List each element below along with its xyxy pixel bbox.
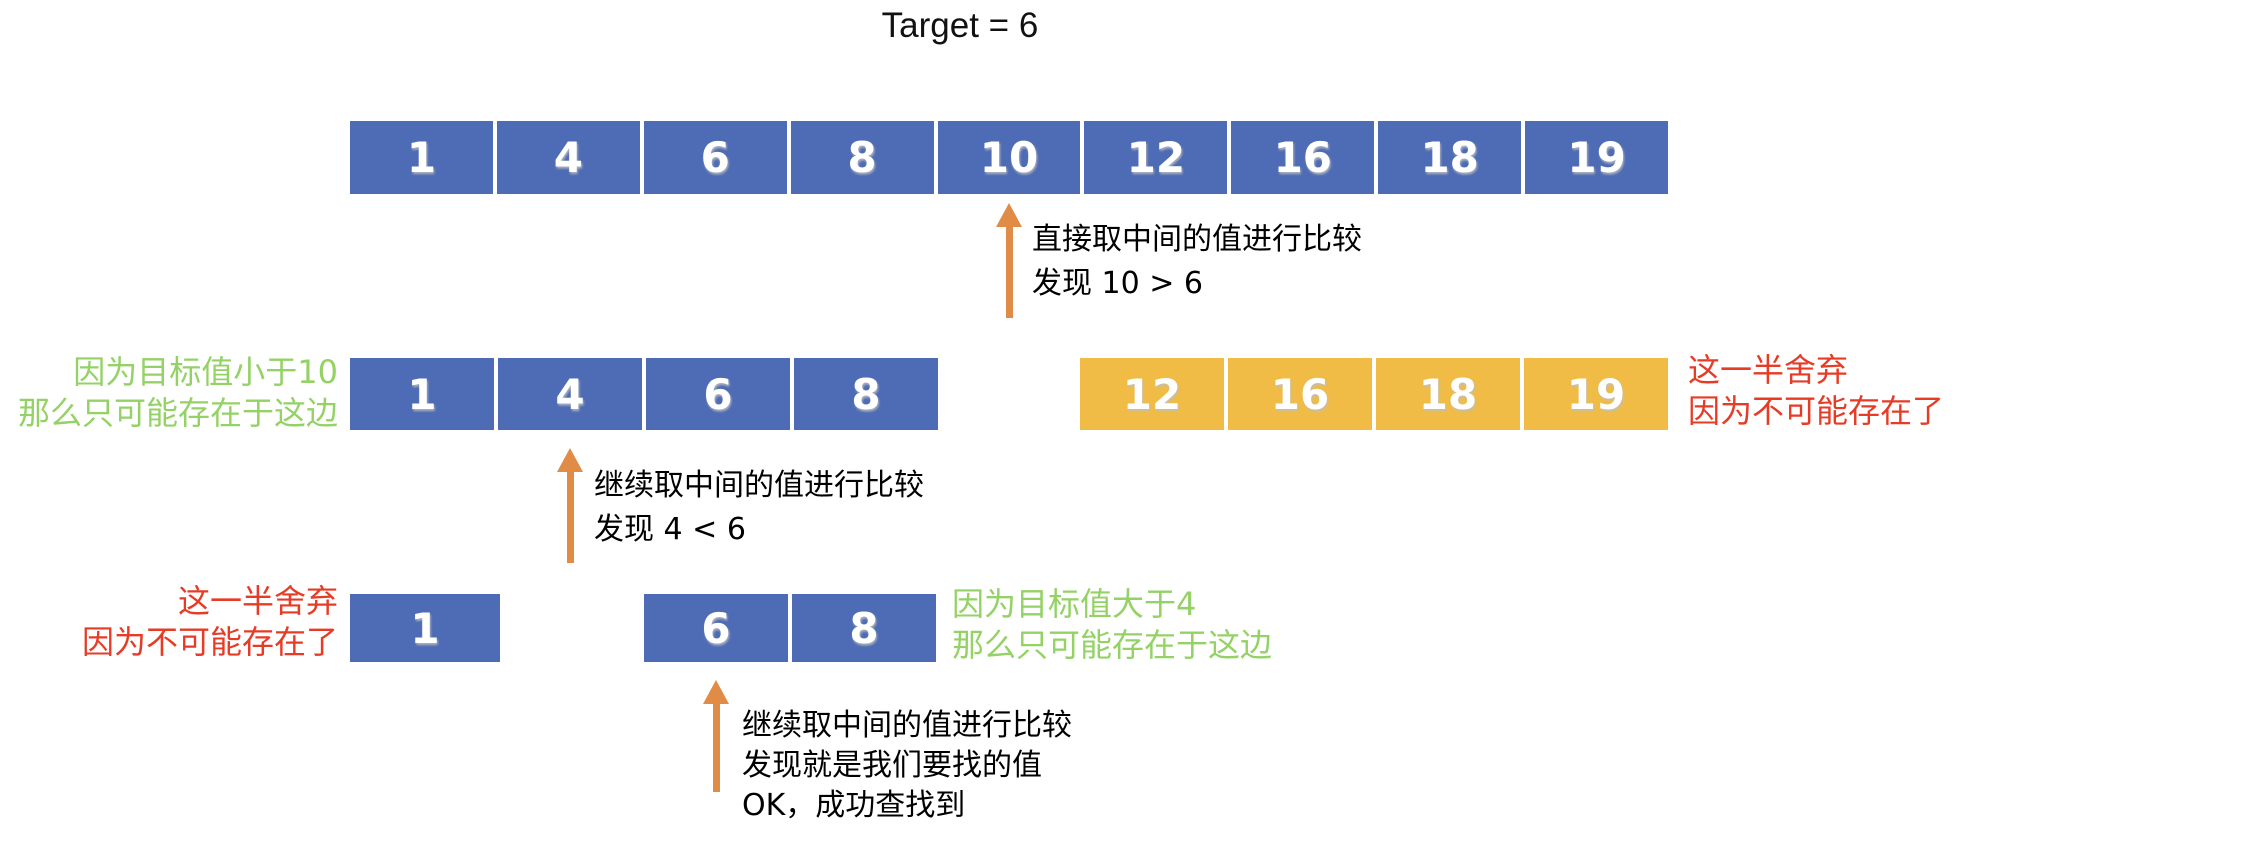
up-arrow-icon-step2 <box>556 448 584 563</box>
array-cell: 8 <box>794 358 938 430</box>
keep-label-step2: 因为目标值小于10 那么只可能存在于这边 <box>0 352 338 434</box>
diagram-title: Target = 6 <box>881 6 1039 45</box>
keep-label-step2-line1: 因为目标值小于10 <box>73 353 338 391</box>
array-cell: 12 <box>1084 121 1228 194</box>
annotation-step2-line2: 发现 4 < 6 <box>594 512 746 547</box>
annotation-step3-line2: 发现就是我们要找的值 <box>742 748 1042 783</box>
array-cell: 12 <box>1080 358 1224 430</box>
arrow-head <box>557 448 583 472</box>
array-cell: 18 <box>1378 121 1522 194</box>
annotation-step1-line1: 直接取中间的值进行比较 <box>1032 222 1362 257</box>
arrow-shaft <box>712 704 720 792</box>
discard-label-step2-line1: 这一半舍弃 <box>1688 351 1849 389</box>
discard-label-step3-line2: 因为不可能存在了 <box>81 623 338 661</box>
annotation-step3-line1: 继续取中间的值进行比较 <box>742 708 1072 743</box>
array-cell: 1 <box>350 594 500 662</box>
arrow-shaft <box>1005 227 1013 318</box>
arrow-head <box>703 680 729 704</box>
array-cell: 19 <box>1524 358 1668 430</box>
array-cell: 6 <box>644 594 788 662</box>
array-cell: 16 <box>1231 121 1375 194</box>
array-cell: 1 <box>350 121 493 194</box>
annotation-step3-line3: OK，成功查找到 <box>742 788 966 823</box>
array-cell: 10 <box>937 121 1081 194</box>
array-cell: 6 <box>646 358 790 430</box>
keep-label-step2-line2: 那么只可能存在于这边 <box>17 394 338 432</box>
annotation-step2-line1: 继续取中间的值进行比较 <box>594 468 924 503</box>
arrow-head <box>996 203 1022 227</box>
discard-label-step3-line1: 这一半舍弃 <box>177 582 338 620</box>
array-cell: 8 <box>792 594 936 662</box>
array-row-discarded-single: 1 <box>350 594 500 662</box>
up-arrow-icon-step3 <box>702 680 730 792</box>
array-cell: 4 <box>496 121 640 194</box>
arrow-shaft <box>566 472 574 563</box>
keep-label-step3-line2: 那么只可能存在于这边 <box>952 626 1273 664</box>
discard-label-step2-line2: 因为不可能存在了 <box>1688 392 1945 430</box>
discard-label-step2: 这一半舍弃 因为不可能存在了 <box>1688 350 1944 432</box>
annotation-step2: 继续取中间的值进行比较 发现 4 < 6 <box>594 464 924 552</box>
array-cell: 19 <box>1525 121 1669 194</box>
keep-label-step3-line1: 因为目标值大于4 <box>952 585 1197 623</box>
array-cell: 16 <box>1228 358 1372 430</box>
array-cell: 18 <box>1376 358 1520 430</box>
array-cell: 1 <box>350 358 494 430</box>
array-cell: 4 <box>498 358 642 430</box>
annotation-step3: 继续取中间的值进行比较 发现就是我们要找的值 OK，成功查找到 <box>742 706 1072 826</box>
keep-label-step3: 因为目标值大于4 那么只可能存在于这边 <box>952 584 1272 666</box>
array-cell: 8 <box>790 121 934 194</box>
up-arrow-icon-step1 <box>995 203 1023 318</box>
array-cell: 6 <box>643 121 787 194</box>
annotation-step1-line2: 发现 10 > 6 <box>1032 266 1204 301</box>
discard-label-step3: 这一半舍弃 因为不可能存在了 <box>0 581 338 663</box>
annotation-step1: 直接取中间的值进行比较 发现 10 > 6 <box>1032 218 1362 306</box>
